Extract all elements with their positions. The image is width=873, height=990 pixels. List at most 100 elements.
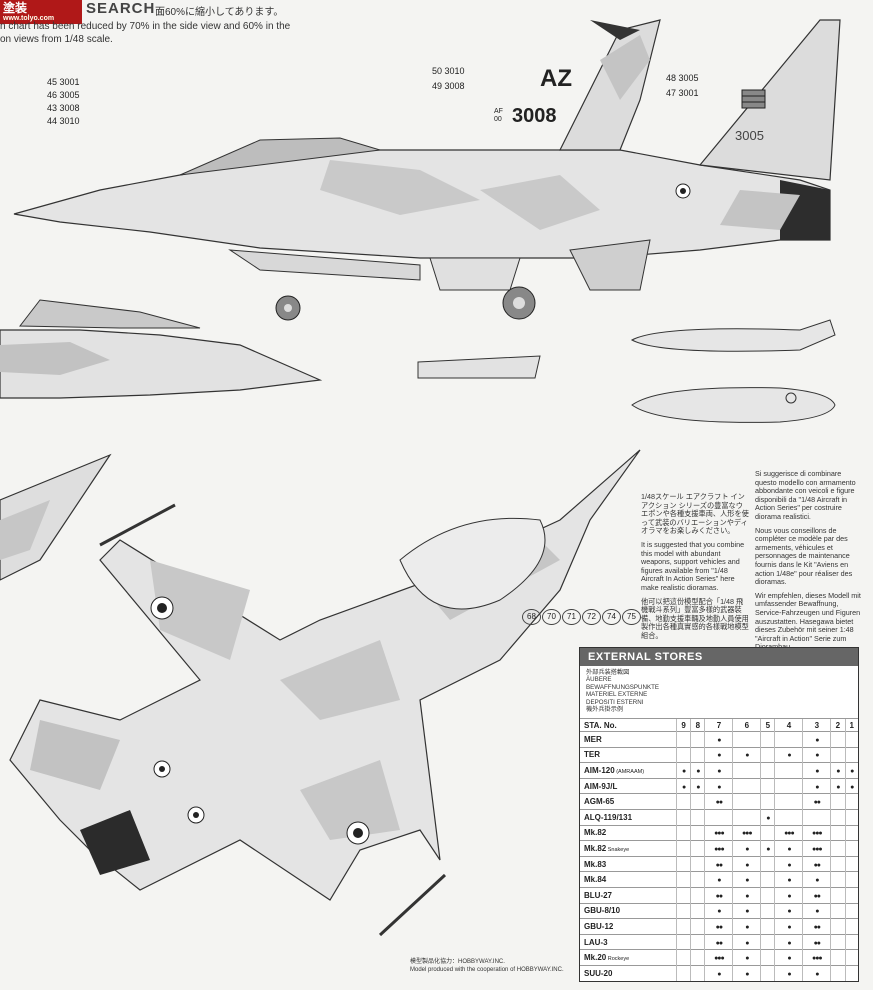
station-cell: ●● <box>802 793 831 810</box>
station-cell <box>675 902 691 919</box>
load-marker: ●● <box>715 799 724 807</box>
station-cell <box>830 793 845 810</box>
station-cell <box>774 793 803 810</box>
load-marker: ●● <box>813 861 822 869</box>
notes-right: Si suggerisce di combinare questo modell… <box>755 469 863 657</box>
station-cell <box>760 902 775 919</box>
station-cell: ●● <box>704 793 733 810</box>
station-number: 8 <box>690 718 705 732</box>
ref-number: 74 <box>602 609 621 625</box>
station-cell <box>690 918 705 935</box>
marking-ref-49: 49 3008 <box>432 81 465 91</box>
station-cell <box>675 949 691 966</box>
station-cell: ● <box>732 886 761 904</box>
station-cell <box>774 731 803 748</box>
station-cell <box>690 902 705 919</box>
station-cell <box>830 855 845 872</box>
station-cell: ●● <box>704 918 733 935</box>
load-marker: ● <box>682 783 686 791</box>
station-cell: ●● <box>704 933 733 950</box>
station-cell: ●● <box>802 886 831 904</box>
load-marker: ● <box>787 970 791 978</box>
station-number: 2 <box>830 718 845 732</box>
station-cell <box>675 933 691 950</box>
station-cell <box>690 949 705 966</box>
station-cell <box>675 793 691 810</box>
load-marker: ● <box>745 955 749 963</box>
load-marker: ● <box>717 767 721 775</box>
station-cell <box>732 808 761 826</box>
load-marker: ● <box>745 752 749 760</box>
ref-number: 75 <box>622 609 641 625</box>
station-cell <box>844 855 858 872</box>
station-cell <box>732 762 761 779</box>
store-row: MER ● ● <box>580 731 858 748</box>
credit: 模型製品化協力：HOBBYWAY.INC. Model produced wit… <box>410 959 564 973</box>
station-cell <box>844 918 858 935</box>
station-cell <box>830 840 845 857</box>
station-cell <box>830 824 845 841</box>
station-cell: ● <box>690 762 705 779</box>
station-cell <box>675 731 691 748</box>
station-cell <box>760 762 775 779</box>
station-number: 3 <box>802 718 831 732</box>
station-cell: ● <box>732 871 761 888</box>
station-cell <box>690 808 705 826</box>
note-jp-2: 他可以把這份模型配合「1/48 飛機戰斗系列」豐富多樣的武器裝備、地勤支援車輛及… <box>641 596 749 640</box>
station-cell <box>760 933 775 950</box>
station-cell <box>675 918 691 935</box>
station-cell: ● <box>732 918 761 935</box>
ref-number: 71 <box>562 609 581 625</box>
marking-ref-50: 50 3010 <box>432 66 465 76</box>
station-cell <box>760 918 775 935</box>
station-cell <box>675 840 691 857</box>
ref-number: 72 <box>582 609 601 625</box>
header-scale-line: n chart has been reduced by 70% in the s… <box>0 21 291 32</box>
station-cell: ● <box>704 762 733 779</box>
station-cell <box>690 871 705 888</box>
station-cell <box>760 746 775 763</box>
station-cell: ●●● <box>802 840 831 857</box>
station-cell <box>844 793 858 810</box>
station-cell <box>830 902 845 919</box>
side-view-top <box>13 19 841 321</box>
station-cell <box>675 871 691 888</box>
station-cell: ●●● <box>802 949 831 966</box>
station-cell: ● <box>774 746 803 763</box>
station-cell <box>675 855 691 872</box>
station-cell: ● <box>704 731 733 748</box>
load-marker: ●●● <box>811 845 823 853</box>
store-name: Mk.20 Rockeye <box>580 949 677 966</box>
station-cell: ● <box>844 777 858 794</box>
marking-ref-43: 43 3008 <box>47 103 80 113</box>
load-marker: ●● <box>715 861 724 869</box>
station-cell: ● <box>774 949 803 966</box>
station-cell <box>844 808 858 826</box>
load-marker: ●● <box>813 939 822 947</box>
side-view-nose <box>0 299 323 399</box>
station-cell <box>760 949 775 966</box>
load-marker: ● <box>815 767 819 775</box>
station-cell <box>844 902 858 919</box>
store-name: MER <box>580 731 677 748</box>
load-marker: ●● <box>715 923 724 931</box>
station-cell <box>690 964 705 981</box>
station-cell <box>844 824 858 841</box>
station-cell: ● <box>675 762 691 779</box>
load-marker: ●● <box>715 939 724 947</box>
store-row: LAU-3●●●●●● <box>580 933 858 950</box>
load-marker: ● <box>745 877 749 885</box>
load-marker: ● <box>815 736 819 744</box>
station-cell: ● <box>774 918 803 935</box>
load-marker: ●●● <box>714 845 725 853</box>
station-cell <box>690 824 705 841</box>
load-marker: ● <box>836 783 840 791</box>
store-row: Mk.82 Snakeye●●●●●●●●● <box>580 840 858 857</box>
station-cell: ● <box>802 902 831 919</box>
load-marker: ● <box>717 877 721 885</box>
store-row: AIM-9J/L●●●●●● <box>580 777 858 794</box>
store-row: GBU-12●●●●●● <box>580 918 858 935</box>
load-marker: ● <box>717 908 721 916</box>
station-cell: ● <box>802 871 831 888</box>
store-row: Mk.20 Rockeye●●●●●●●● <box>580 949 858 966</box>
